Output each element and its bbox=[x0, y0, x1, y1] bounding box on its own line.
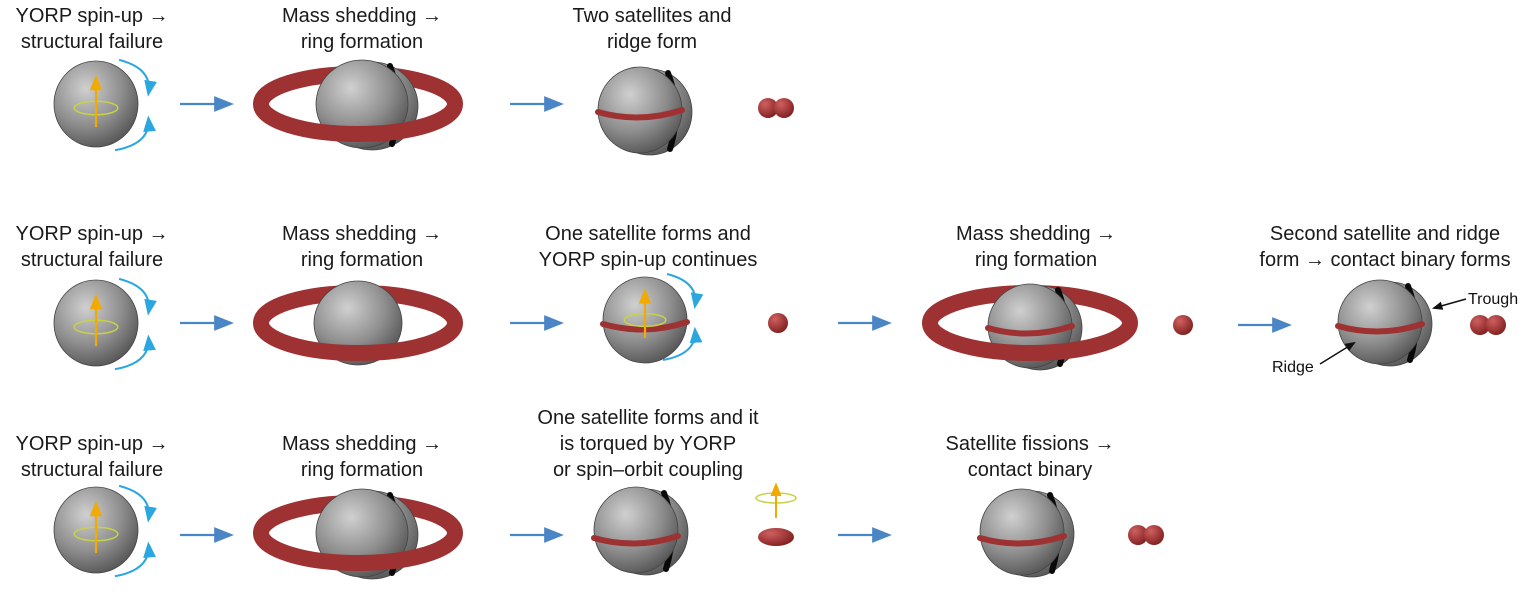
caption-line: Mass shedding → bbox=[282, 433, 442, 455]
ridge-label: Ridge bbox=[1272, 359, 1314, 376]
trough-pointer-arrow bbox=[1431, 298, 1467, 310]
stage-illustrations bbox=[53, 58, 1506, 580]
curved-spin-arrow-icon bbox=[118, 277, 157, 316]
asteroid-body bbox=[313, 280, 403, 366]
caption-line: structural failure bbox=[21, 249, 163, 271]
equatorial-ridge bbox=[1335, 321, 1425, 335]
curved-spin-arrow-icon bbox=[114, 334, 156, 371]
curved-spin-arrow-icon bbox=[662, 326, 703, 361]
caption-line: One satellite forms and bbox=[545, 223, 751, 245]
caption-line: YORP spin-up → bbox=[15, 433, 168, 455]
curved-spin-arrow-icon bbox=[118, 58, 157, 97]
trough-label: Trough bbox=[1468, 291, 1518, 308]
caption-line: YORP spin-up → bbox=[15, 223, 168, 245]
caption-line: or spin–orbit coupling bbox=[553, 459, 743, 481]
caption-line: YORP spin-up → bbox=[15, 5, 168, 27]
debris-ring-front bbox=[253, 531, 463, 571]
caption-line: ring formation bbox=[975, 249, 1097, 271]
curved-spin-arrow-icon bbox=[118, 484, 157, 523]
curved-spin-arrow-icon bbox=[666, 273, 704, 310]
equatorial-ridge bbox=[595, 107, 685, 121]
asteroid-body bbox=[1337, 279, 1423, 365]
caption-line: Mass shedding → bbox=[956, 223, 1116, 245]
ridge-pointer-arrow bbox=[1319, 341, 1356, 365]
satellite bbox=[1486, 315, 1506, 335]
caption-line: Mass shedding → bbox=[282, 5, 442, 27]
caption-line: ring formation bbox=[301, 31, 423, 53]
caption-line: ring formation bbox=[301, 459, 423, 481]
satellite bbox=[768, 313, 788, 333]
asteroid-body bbox=[597, 66, 683, 154]
satellite bbox=[758, 98, 778, 118]
caption-line: Mass shedding → bbox=[282, 223, 442, 245]
equatorial-ridge bbox=[985, 323, 1075, 337]
debris-ring-front bbox=[922, 321, 1138, 361]
equatorial-ridge bbox=[591, 533, 681, 547]
caption-line: ring formation bbox=[301, 249, 423, 271]
satellite bbox=[1470, 315, 1490, 335]
satellite bbox=[1173, 315, 1193, 335]
equatorial-ridge bbox=[977, 533, 1067, 547]
caption-line: ridge form bbox=[607, 31, 697, 53]
debris-ring-front bbox=[253, 321, 463, 361]
caption-line: Two satellites and bbox=[573, 5, 732, 27]
curved-spin-arrow-icon bbox=[114, 115, 156, 152]
satellite bbox=[1144, 525, 1164, 545]
caption-line: contact binary bbox=[968, 459, 1093, 481]
caption-line: structural failure bbox=[21, 31, 163, 53]
caption-line: form → contact binary forms bbox=[1259, 249, 1510, 271]
asteroid-body bbox=[593, 486, 679, 574]
debris-ring-front bbox=[253, 102, 463, 142]
torqued-satellite bbox=[758, 528, 794, 546]
caption-line: YORP spin-up continues bbox=[539, 249, 758, 271]
caption-line: is torqued by YORP bbox=[560, 433, 736, 455]
curved-spin-arrow-icon bbox=[114, 541, 156, 578]
satellite bbox=[1128, 525, 1148, 545]
caption-line: structural failure bbox=[21, 459, 163, 481]
caption-line: One satellite forms and it bbox=[537, 407, 759, 429]
satellite bbox=[774, 98, 794, 118]
asteroid-body bbox=[979, 488, 1065, 576]
caption-line: Second satellite and ridge bbox=[1270, 223, 1500, 245]
caption-line: Satellite fissions → bbox=[946, 433, 1115, 455]
